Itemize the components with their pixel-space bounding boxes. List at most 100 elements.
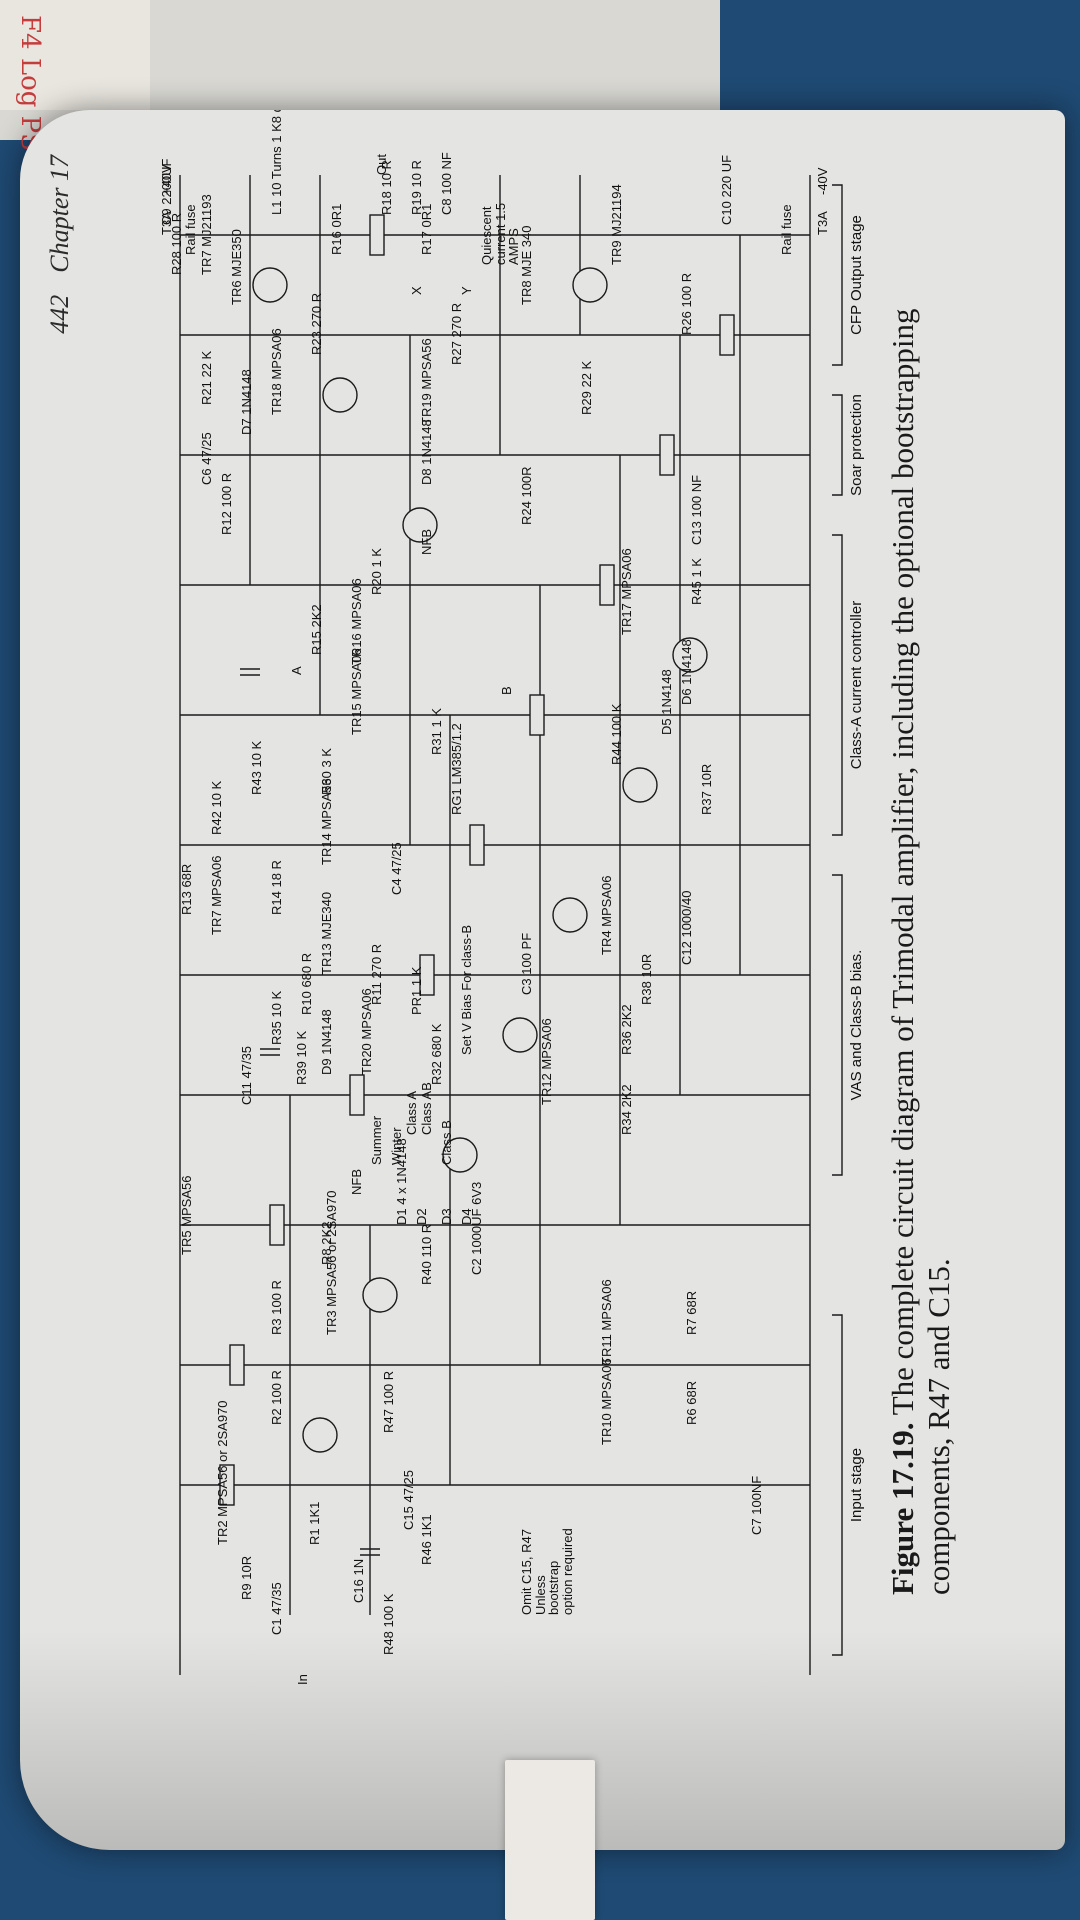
label-tr8: TR8 MJE 340	[519, 225, 534, 305]
label-d2: D2	[414, 1208, 429, 1225]
label-d9: D9 1N4148	[319, 1009, 334, 1075]
label-r29: R29 22 K	[579, 360, 594, 415]
label-tr6: TR6 MJE350	[229, 229, 244, 305]
label-r32: R32 680 K	[429, 1023, 444, 1085]
label-fuse-pos: T3A	[159, 211, 174, 235]
figure-caption-text: The complete circuit diagram of Trimodal…	[885, 308, 956, 1595]
label-in: In	[295, 1674, 310, 1685]
label-r7: R7 68R	[684, 1290, 699, 1335]
label-tr2: TR2 MPSA56 or 2SA970	[215, 1400, 230, 1545]
label-c12: C12 1000/40	[679, 890, 694, 965]
chapter-label: Chapter 17	[45, 155, 74, 273]
label-r16: R16 0R1	[329, 203, 344, 255]
label-r35: R35 10 K	[269, 990, 284, 1045]
label-r11: R11 270 R	[369, 943, 384, 1005]
label-r2: R2 100 R	[269, 1370, 284, 1425]
figure-label: Figure 17.19.	[885, 1422, 920, 1596]
schematic-wiring	[179, 175, 843, 1675]
sticky-note: F4 Log PS	[0, 0, 150, 151]
label-tr11: TR11 MPSA06	[599, 1279, 614, 1365]
label-r47: R47 100 R	[381, 1370, 396, 1433]
label-tr4: TR4 MPSA06	[599, 875, 614, 955]
label-rg1: RG1 LM385/1.2	[449, 723, 464, 815]
label-r9: R9 10R	[239, 1555, 254, 1600]
stage-input-label: Input stage	[848, 1447, 865, 1523]
bookmark-tab	[505, 1760, 595, 1920]
label-c10: C10 220 UF	[719, 154, 734, 225]
circuit-diagram: In C1 47/35 R9 10R R48 100 K TR2 MPSA56 …	[120, 110, 865, 1695]
label-c2: C2 1000UF 6V3	[469, 1181, 484, 1275]
label-r45: R45 1 K	[689, 558, 704, 605]
label-d7: D7 1N4148	[239, 369, 254, 435]
label-c11: C11 47/35	[239, 1045, 254, 1105]
label-winter: Winter	[389, 1127, 404, 1165]
label-node-y: Y	[459, 286, 474, 295]
label-d5: D5 1N4148	[659, 669, 674, 735]
label-d6: D6 1N4148	[679, 639, 694, 705]
label-r36: R36 2K2	[619, 1004, 634, 1055]
label-classab: Class AB	[419, 1082, 434, 1135]
label-d8: D8 1N4148	[419, 419, 434, 485]
label-r42: R42 10 K	[209, 780, 224, 835]
label-r27: R27 270 R	[449, 302, 464, 365]
label-tr10: TR10 MPSA06	[599, 1358, 614, 1445]
label-r21: R21 22 K	[199, 350, 214, 405]
label-rail-fuse-pos: Rail fuse	[183, 204, 198, 255]
label-node-a: A	[289, 666, 304, 675]
label-rail-pos: +40V	[159, 164, 174, 195]
label-node-b: B	[499, 686, 514, 695]
label-setbias: Set V Bias For class-B	[459, 924, 474, 1055]
figure-caption: Figure 17.19. The complete circuit diagr…	[885, 195, 957, 1595]
book-page: 442 Chapter 17	[20, 110, 1065, 1850]
label-r3: R3 100 R	[269, 1280, 284, 1335]
label-r20: R20 1 K	[369, 548, 384, 595]
label-tr7-out: TR7 MJ21193	[199, 194, 214, 275]
label-r40: R40 110 R	[419, 1223, 434, 1285]
label-r43: R43 10 K	[249, 740, 264, 795]
label-r23: R23 270 R	[309, 292, 324, 355]
label-r13: R13 68R	[179, 863, 194, 915]
label-c4: C4 47/25	[389, 842, 404, 895]
label-r31: R31 1 K	[429, 708, 444, 755]
label-tr9: TR9 MJ21194	[609, 184, 624, 265]
label-c13: C13 100 NF	[689, 474, 704, 545]
label-r48: R48 100 K	[381, 1593, 396, 1655]
label-l1: L1 10 Turns 1 K8 dia	[269, 110, 284, 215]
label-tr17: TR17 MPSA06	[619, 548, 634, 635]
label-c6: C6 47/25	[199, 432, 214, 485]
label-tr5: TR5 MPSA56	[179, 1175, 194, 1255]
label-classb: Class B	[439, 1120, 454, 1165]
label-nfb2: NFB	[419, 529, 434, 555]
page-number: 442	[45, 294, 74, 334]
label-tr19: TR19 MPSA56	[419, 338, 434, 425]
label-d4: D4	[459, 1208, 474, 1225]
label-tr16: TR16 MPSA06	[349, 578, 364, 665]
label-r12: R12 100 R	[219, 472, 234, 535]
label-d3: D3	[439, 1208, 454, 1225]
label-r8: R8 2K2	[319, 1221, 334, 1265]
label-r44: R44 100 K	[609, 703, 624, 765]
label-r34: R34 2K2	[619, 1084, 634, 1135]
stage-vas-label: VAS and Class-B bias.	[848, 949, 865, 1101]
label-r39: R39 10 K	[294, 1030, 309, 1085]
label-quiescent: Quiescent current 1.5 AMPS	[479, 202, 522, 265]
label-r24: R24 100R	[519, 466, 534, 525]
stage-classa-label: Class-A current controller	[848, 600, 865, 770]
label-rail-neg: -40V	[815, 167, 830, 195]
label-r19: R19 10 R	[409, 160, 424, 215]
label-r30: R30 3 K	[319, 748, 334, 795]
label-r38: R38 10R	[639, 953, 654, 1005]
label-summer: Summer	[369, 1115, 384, 1165]
label-node-x: X	[409, 286, 424, 295]
label-c3: C3 100 PF	[519, 932, 534, 995]
label-r6: R6 68R	[684, 1380, 699, 1425]
label-out: Out	[374, 154, 389, 175]
label-c16: C16 1N	[351, 1558, 366, 1603]
label-r10: R10 680 R	[299, 952, 314, 1015]
label-tr12: TR12 MPSA06	[539, 1018, 554, 1105]
rotated-page-content: 442 Chapter 17	[45, 110, 1000, 1735]
label-c8: C8 100 NF	[439, 152, 454, 215]
label-c15: C15 47/25	[401, 1470, 416, 1530]
label-omit-note: Omit C15, R47 Unless bootstrap option re…	[519, 1528, 575, 1615]
stage-soar-label: Soar protection	[848, 394, 865, 496]
